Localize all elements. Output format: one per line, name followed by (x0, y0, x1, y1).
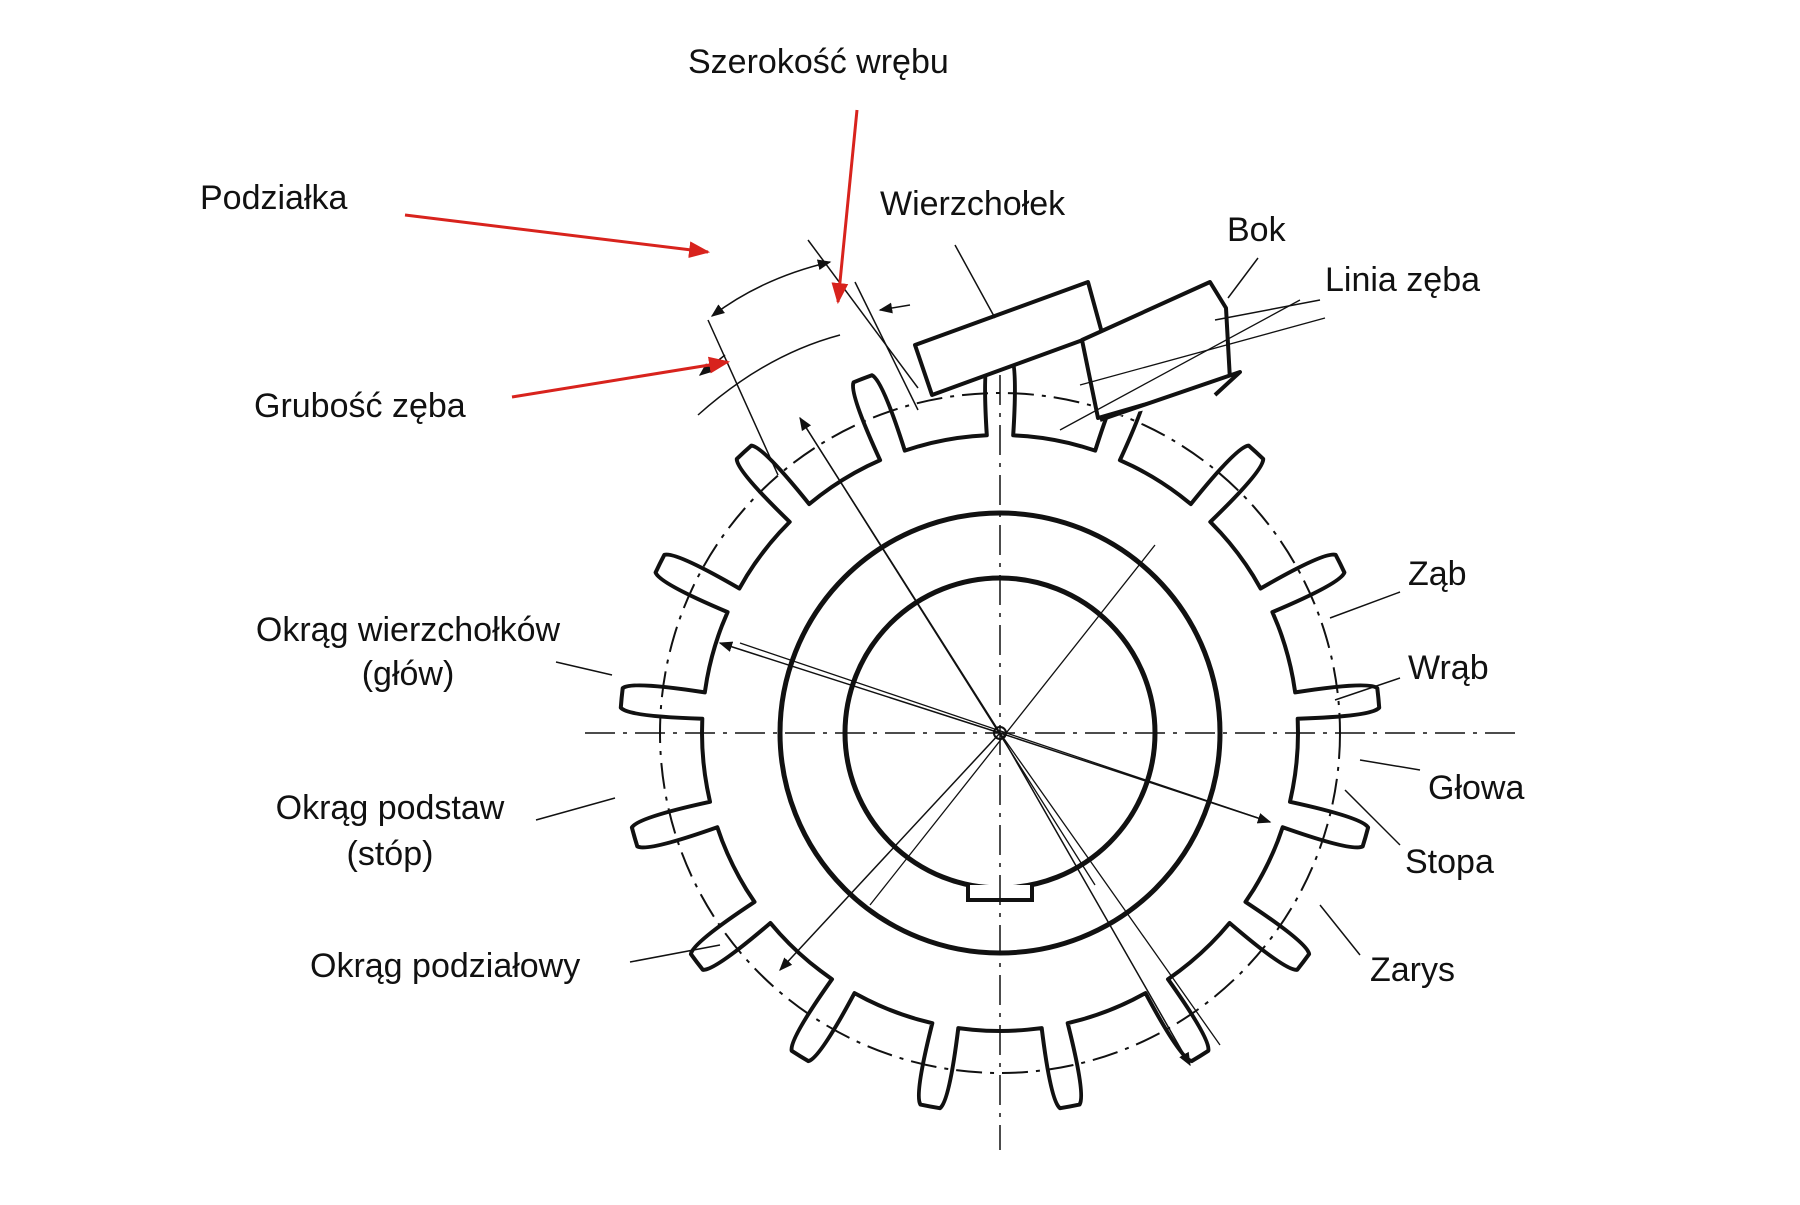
label-grubosc-zeba: Grubość zęba (254, 387, 466, 425)
label-okrag-podzialowy: Okrąg podziałowy (310, 947, 581, 985)
label-wierzcholek: Wierzchołek (880, 185, 1066, 223)
radius-arrows (718, 416, 1272, 1067)
leader-lines (535, 244, 1421, 963)
pitch-dimension (697, 239, 919, 476)
label-zab: Ząb (1408, 555, 1467, 593)
label-okrag-wierzcholkow-glow: (głów) (361, 655, 455, 693)
label-glowa: Głowa (1428, 769, 1525, 807)
red-arrows (404, 109, 859, 399)
label-podzialka: Podziałka (200, 179, 348, 217)
label-bok: Bok (1227, 211, 1286, 249)
tooth-face-3d (913, 280, 1242, 422)
label-wrab: Wrąb (1408, 649, 1489, 687)
label-linia-zeba: Linia zęba (1325, 261, 1481, 299)
label-okrag-podstaw-stop: (stóp) (346, 835, 434, 873)
label-szerokosc-wrebu: Szerokość wrębu (688, 43, 949, 81)
label-okrag-wierzcholkow: Okrąg wierzchołków (255, 611, 561, 649)
label-okrag-podstaw: Okrąg podstaw (275, 789, 505, 827)
label-zarys: Zarys (1370, 951, 1455, 989)
label-stopa: Stopa (1405, 843, 1494, 881)
